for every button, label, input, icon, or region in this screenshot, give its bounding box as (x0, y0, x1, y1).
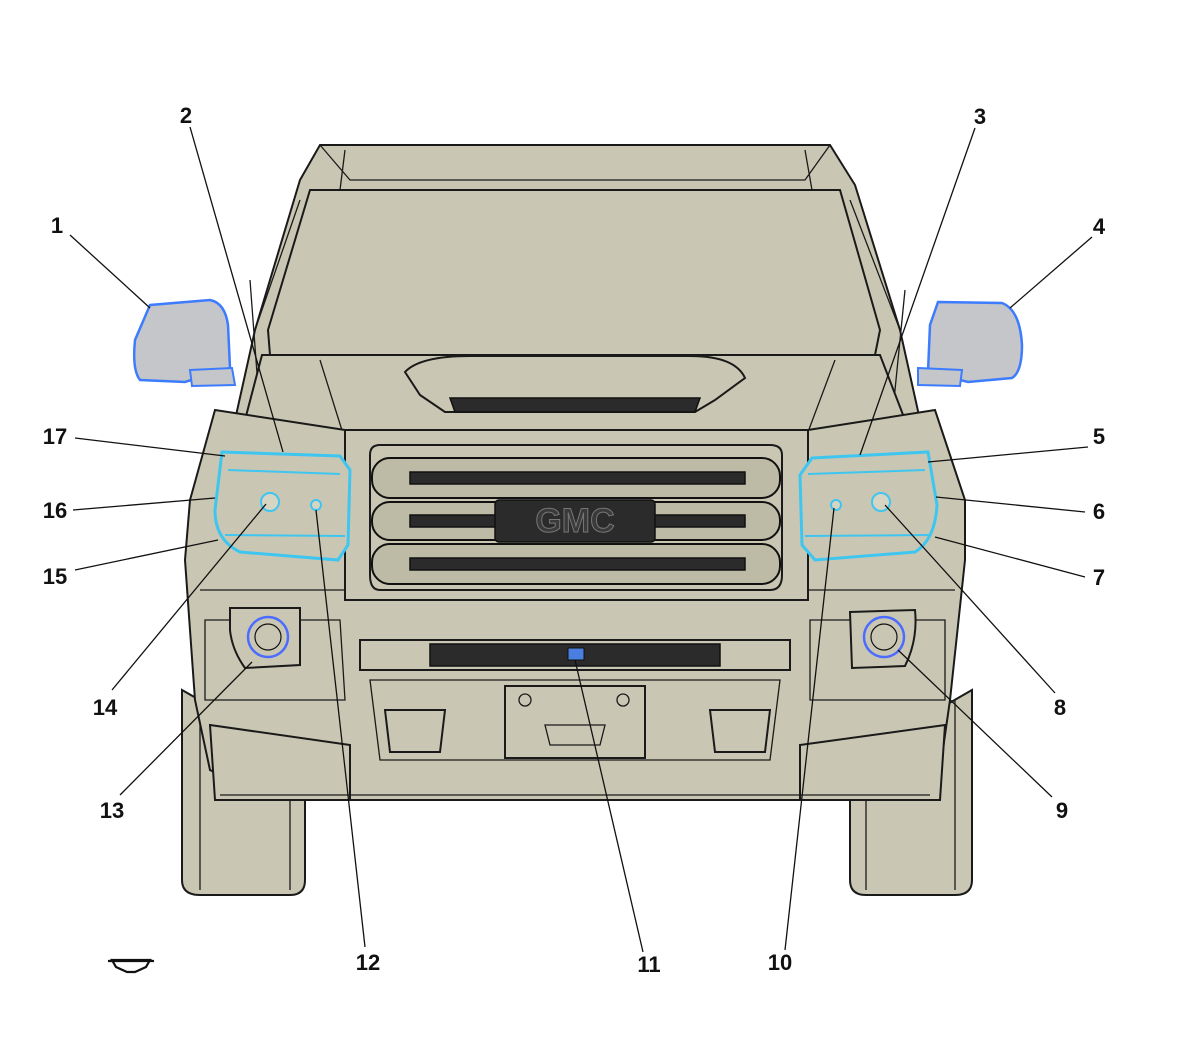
callout-7: 7 (1093, 565, 1105, 590)
hood (217, 354, 922, 441)
callout-4: 4 (1093, 214, 1106, 239)
callout-11: 11 (637, 952, 660, 977)
callout-2: 2 (180, 103, 192, 128)
gmc-badge-text: GMC (535, 502, 614, 540)
callout-17: 17 (43, 424, 67, 449)
callout-12: 12 (356, 950, 380, 975)
callout-14: 14 (93, 695, 118, 720)
callout-13: 13 (100, 798, 124, 823)
front-body (183, 408, 966, 801)
mirror-left (132, 298, 237, 388)
callout-3: 3 (974, 104, 986, 129)
front-camera (567, 647, 585, 661)
license-plate-bracket (504, 685, 646, 759)
grille: GMC (344, 429, 809, 601)
gmc-badge (494, 499, 656, 543)
headlamp-left (213, 450, 352, 562)
callout-6: 6 (1093, 499, 1105, 524)
fog-lamp-left (229, 607, 301, 670)
callout-10: 10 (768, 950, 792, 975)
leader-lines (69, 126, 1093, 953)
lower-grille (359, 639, 791, 761)
fog-lamp-right (848, 608, 917, 670)
headlamp-right (798, 450, 939, 562)
front-view-arrow-icon (108, 958, 154, 974)
callout-9: 9 (1056, 798, 1068, 823)
callout-numbers: 1 2 3 4 5 6 7 8 9 10 11 12 13 14 15 16 1… (43, 103, 1106, 977)
mirror-right (917, 300, 1024, 388)
cab (233, 144, 922, 441)
callout-8: 8 (1054, 695, 1066, 720)
callout-1: 1 (51, 213, 63, 238)
callout-15: 15 (43, 564, 67, 589)
callout-5: 5 (1093, 424, 1105, 449)
callout-16: 16 (43, 498, 67, 523)
